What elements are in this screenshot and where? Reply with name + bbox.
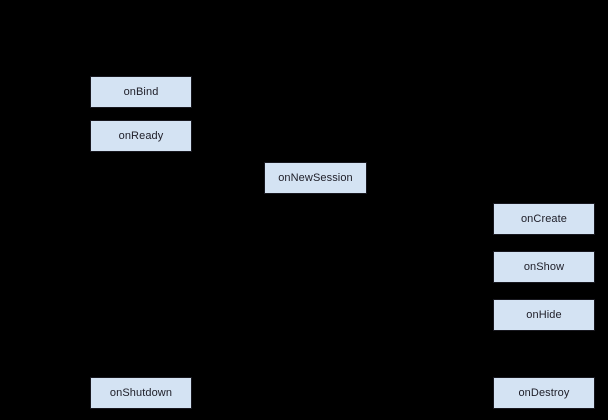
node-label-on-destroy: onDestroy [518, 386, 570, 399]
node-on-bind[interactable]: onBind [90, 76, 192, 108]
node-label-on-new-session: onNewSession [278, 171, 353, 184]
node-on-shutdown[interactable]: onShutdown [90, 377, 192, 409]
node-on-ready[interactable]: onReady [90, 120, 192, 152]
node-on-hide[interactable]: onHide [493, 299, 595, 331]
node-label-on-create: onCreate [520, 212, 568, 225]
node-label-on-ready: onReady [118, 129, 164, 142]
node-label-on-bind: onBind [123, 85, 159, 98]
node-on-show[interactable]: onShow [493, 251, 595, 283]
node-on-new-session[interactable]: onNewSession [264, 162, 367, 194]
node-label-on-shutdown: onShutdown [109, 386, 173, 399]
node-on-create[interactable]: onCreate [493, 203, 595, 235]
node-on-destroy[interactable]: onDestroy [493, 377, 595, 409]
node-label-on-hide: onHide [526, 308, 562, 321]
node-label-on-show: onShow [523, 260, 565, 273]
